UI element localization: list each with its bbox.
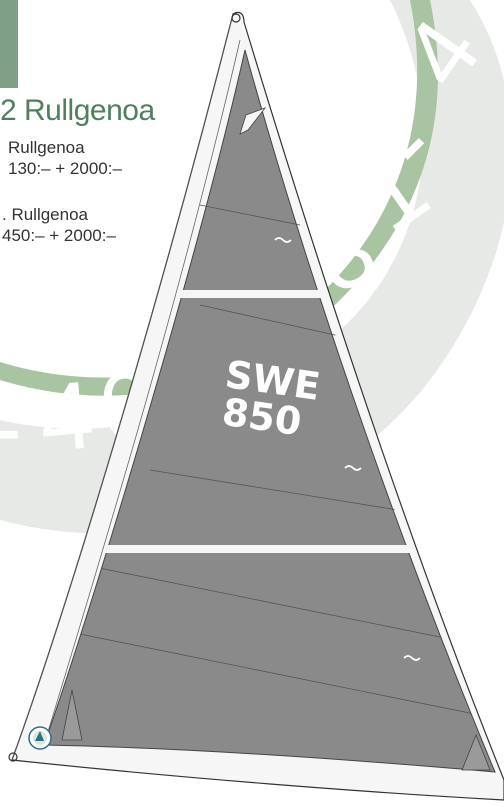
seam-line — [59, 629, 495, 721]
option-name: Rullgenoa — [8, 138, 85, 157]
panel-stripe — [44, 290, 495, 298]
tack-ring — [8, 752, 18, 762]
sail-option-item: Rullgenoa 130:– + 2000:– — [8, 137, 122, 179]
telltale — [274, 237, 292, 243]
ring-digit: - — [0, 374, 22, 481]
background-ring — [0, 0, 504, 534]
option-name: . Rullgenoa — [2, 205, 89, 224]
seam-line — [59, 559, 495, 651]
sail-number: 850 — [219, 390, 304, 445]
ring-digit: 4 — [35, 361, 98, 472]
sailmaker-logo-icon — [28, 726, 52, 750]
seam-line — [199, 204, 301, 226]
clew-patch — [61, 689, 83, 741]
head-ring — [231, 13, 241, 23]
sail-cloth — [43, 49, 496, 773]
telltale — [403, 655, 421, 661]
page-title: 2 Rullgenoa — [0, 94, 155, 127]
tack-patch — [461, 733, 491, 771]
option-price: 130:– + 2000:– — [8, 159, 122, 178]
panel-stripe — [44, 545, 495, 553]
head-patch — [239, 107, 267, 135]
side-accent-bar — [0, 0, 18, 88]
sail-option-item: . Rullgenoa 450:– + 2000:– — [2, 204, 116, 246]
telltale — [344, 465, 362, 471]
luff-tape — [11, 13, 234, 761]
luff-inner-line — [43, 39, 241, 746]
option-price: 450:– + 2000:– — [2, 226, 116, 245]
